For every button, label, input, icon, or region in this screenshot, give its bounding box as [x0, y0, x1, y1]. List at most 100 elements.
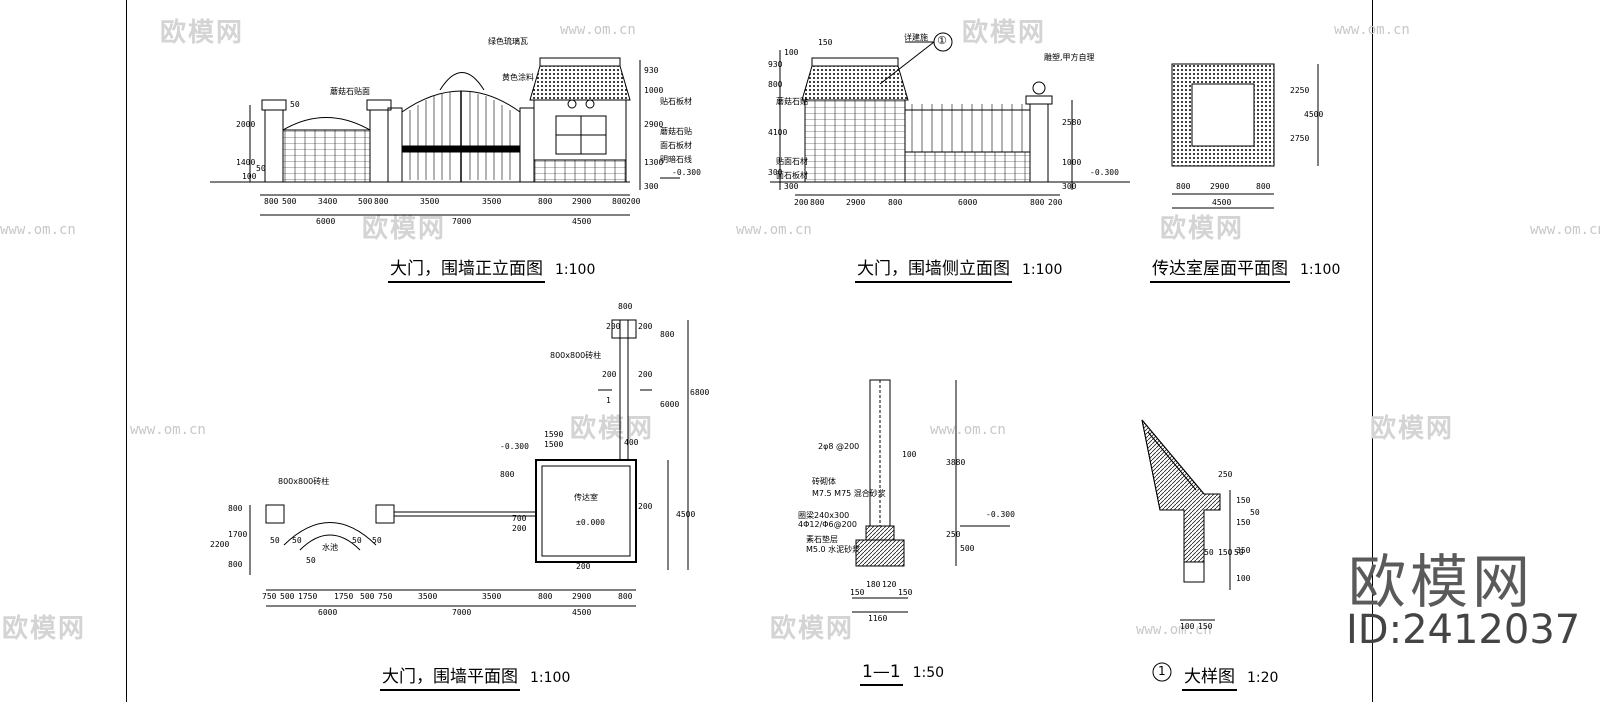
dim-label: 3400	[318, 197, 338, 206]
dim-label: 2900	[1210, 182, 1230, 191]
note-label: 蘑菇石贴面	[330, 87, 370, 96]
note-label: 水池	[322, 543, 338, 552]
note-label: 黄色涂料	[502, 73, 534, 82]
watermark-logo: 欧模网	[1160, 214, 1245, 244]
dim-label: 6000	[316, 217, 336, 226]
dim-label: 3500	[482, 592, 502, 601]
dim-label: 800	[228, 504, 243, 513]
note-label: 素石垫层	[806, 535, 838, 544]
watermark-url: www.om.cn	[736, 222, 812, 238]
note-label: 蘑菇石贴	[660, 127, 692, 136]
dim-label: 930	[644, 66, 659, 75]
sheet-border-left	[126, 0, 127, 702]
dim-label: 200	[638, 502, 653, 511]
section-marker: 1	[606, 396, 611, 405]
title-text: 1—1	[860, 662, 903, 686]
level-marker: -0.300	[986, 510, 1015, 519]
dim-label: 200	[606, 322, 621, 331]
dim-label: 6800	[690, 388, 710, 397]
dim-label: 50	[290, 100, 300, 109]
dim-label: 200	[576, 562, 591, 571]
dim-label: 400	[624, 438, 639, 447]
note-label: 雕塑,甲方自理	[1044, 53, 1095, 62]
level-marker: -0.300	[1090, 168, 1119, 177]
dim-label: 800	[768, 80, 783, 89]
dim-label: 50	[1250, 508, 1260, 517]
side-elevation-drawing	[770, 32, 1130, 196]
dim-label: 150	[850, 588, 865, 597]
dim-label: 2250	[1290, 86, 1310, 95]
sheet-border-right	[1372, 0, 1373, 702]
dim-label: 750	[378, 592, 393, 601]
roof-plan-drawing	[1171, 63, 1319, 209]
dim-label: 50	[270, 536, 280, 545]
dim-label: 150	[1236, 496, 1251, 505]
watermark-logo: 欧模网	[570, 414, 655, 444]
dim-label: 6000	[318, 608, 338, 617]
section-1-1-drawing	[852, 379, 1010, 613]
watermark-logo: 欧模网	[362, 214, 447, 244]
note-label: 面石板材	[660, 141, 692, 150]
note-label: M7.5 M75 混合砂浆	[812, 489, 886, 498]
title-scale: 1:20	[1247, 670, 1279, 686]
title-scale: 1:100	[555, 262, 596, 278]
dim-label: 800	[538, 197, 553, 206]
dim-label: 50	[372, 536, 382, 545]
dim-label: 4500	[676, 510, 696, 519]
dim-label: 200	[794, 198, 809, 207]
dim-label: 120	[882, 580, 897, 589]
dim-label: 4500	[572, 608, 592, 617]
dim-label: 800	[538, 592, 553, 601]
dim-label: 50	[352, 536, 362, 545]
detail-number: 1	[1158, 664, 1166, 678]
dim-label: 4500	[572, 217, 592, 226]
dim-label: 1160	[868, 614, 888, 623]
dim-label: 300	[1062, 182, 1077, 191]
note-label: 蘑菇石贴	[776, 97, 808, 106]
note-label: 贴石板材	[660, 97, 692, 106]
dim-label: 200	[1048, 198, 1063, 207]
dim-label: 1000	[1062, 158, 1082, 167]
title-text: 传达室屋面平面图	[1150, 259, 1290, 283]
dim-label: 300	[784, 182, 799, 191]
dim-label: 50	[292, 536, 302, 545]
dim-label: 1750	[298, 592, 318, 601]
dim-label: 200	[602, 370, 617, 379]
brand-logo-text: 欧模网	[1348, 548, 1535, 616]
dim-label: 200	[638, 370, 653, 379]
note-label: 800x800砖柱	[278, 477, 330, 486]
watermark-logo: 欧模网	[1370, 414, 1455, 444]
dim-label: 500	[280, 592, 295, 601]
dim-label: 1500	[544, 440, 564, 449]
note-label: 绿色琉璃瓦	[488, 37, 528, 46]
dim-label: 2900	[572, 197, 592, 206]
dim-label: 930	[768, 60, 783, 69]
dim-label: 500	[282, 197, 297, 206]
dim-label: 350	[1236, 546, 1251, 555]
dim-label: 50	[256, 164, 266, 173]
dim-label: 300	[768, 168, 783, 177]
watermark-url: www.om.cn	[560, 22, 636, 38]
note-label: 圈梁240x300	[798, 511, 850, 520]
watermark-url: www.om.cn	[1530, 222, 1600, 238]
note-label: 明暗石线	[660, 155, 692, 164]
level-marker: -0.300	[672, 168, 701, 177]
dim-label: 2000	[236, 120, 256, 129]
dim-label: 2200	[210, 540, 230, 549]
dim-label: 800	[374, 197, 389, 206]
dim-label: 6000	[958, 198, 978, 207]
room-label: 传达室	[574, 493, 598, 502]
dim-label: 800	[888, 198, 903, 207]
title-text: 大门，围墙平面图	[380, 667, 520, 691]
dim-label: 750	[262, 592, 277, 601]
title-scale: 1:100	[1022, 262, 1063, 278]
dim-label: 4500	[1212, 198, 1232, 207]
dim-label: 50	[1204, 548, 1214, 557]
dim-label: 1000	[644, 86, 664, 95]
dim-label: 2900	[644, 120, 664, 129]
